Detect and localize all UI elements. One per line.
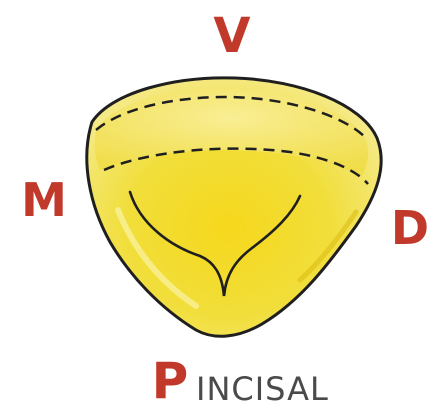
label-vestibular: V bbox=[213, 8, 250, 64]
label-mesial: M bbox=[21, 173, 67, 227]
label-distal: D bbox=[391, 201, 429, 255]
label-palatal: P bbox=[152, 352, 189, 410]
view-label-incisal: INCISAL bbox=[196, 370, 329, 408]
